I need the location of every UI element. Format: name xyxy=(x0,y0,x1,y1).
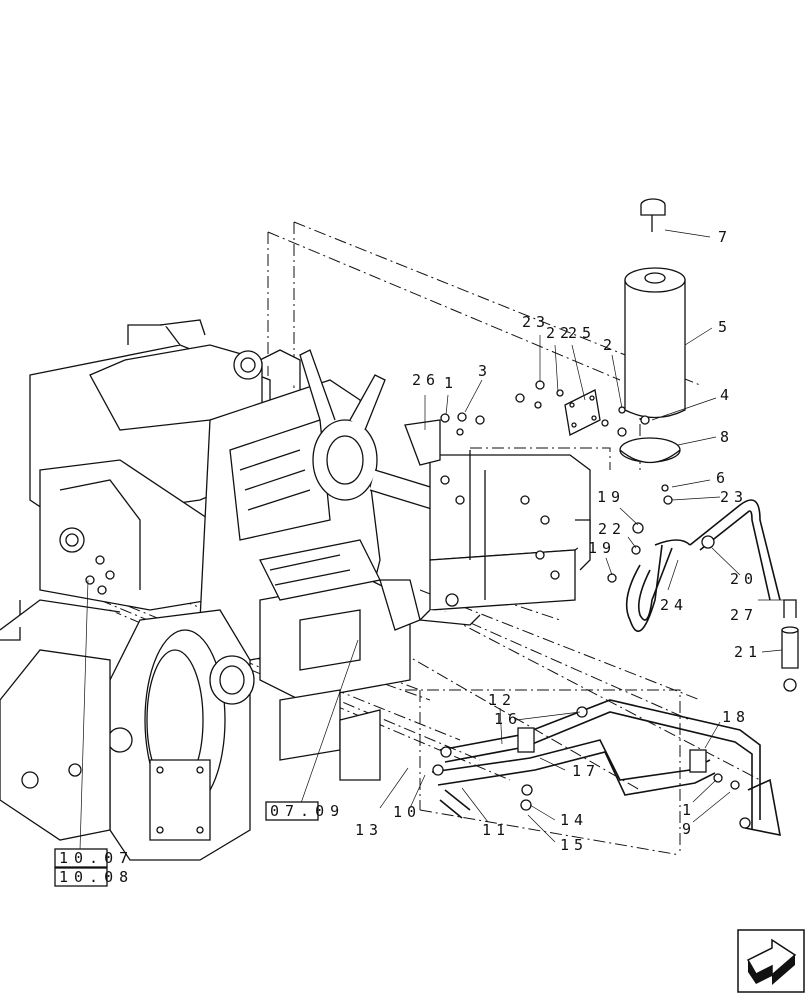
callout-8: 8 xyxy=(720,428,734,446)
callout-12: 12 xyxy=(488,691,516,709)
callout-14: 14 xyxy=(560,811,588,829)
hoses xyxy=(625,499,799,692)
callout-1b: 1 xyxy=(682,801,696,819)
callout-25: 25 xyxy=(568,324,596,342)
callout-23b: 23 xyxy=(720,488,748,506)
callout-26: 26 xyxy=(412,371,440,389)
ref-10-08[interactable]: 10.08 xyxy=(59,868,134,886)
callout-21: 21 xyxy=(734,643,762,661)
reference-boxes: 07.09 10.07 10.08 xyxy=(54,801,345,887)
callout-27: 27 xyxy=(730,606,758,624)
callout-labels: 7 5 23 22 25 2 4 26 1 3 8 6 23 19 22 19 … xyxy=(355,228,762,854)
callout-17: 17 xyxy=(572,762,600,780)
callout-3: 3 xyxy=(478,362,492,380)
callout-22a: 22 xyxy=(546,324,574,342)
frame-rail xyxy=(418,450,591,626)
callout-5: 5 xyxy=(718,318,732,336)
ref-box-10-08[interactable] xyxy=(54,867,108,887)
callout-2: 2 xyxy=(603,336,617,354)
callout-23a: 23 xyxy=(522,313,550,331)
callout-22b: 22 xyxy=(598,520,626,538)
ref-box-07-09[interactable] xyxy=(265,801,319,821)
callout-18: 18 xyxy=(722,708,750,726)
next-page-arrow-icon[interactable] xyxy=(737,929,805,993)
callout-15: 15 xyxy=(560,836,588,854)
callout-11: 11 xyxy=(482,821,510,839)
callout-19b: 19 xyxy=(588,539,616,557)
callout-24: 24 xyxy=(660,596,688,614)
callout-16: 16 xyxy=(494,710,522,728)
callout-7: 7 xyxy=(718,228,732,246)
hydraulic-tubes xyxy=(431,699,781,837)
callout-1a: 1 xyxy=(444,374,458,392)
callout-19a: 19 xyxy=(597,488,625,506)
callout-20: 20 xyxy=(730,570,758,588)
filter-canister xyxy=(404,198,686,583)
callout-4: 4 xyxy=(720,386,734,404)
ref-box-10-07[interactable] xyxy=(54,848,108,868)
ref-10-07[interactable]: 10.07 xyxy=(59,849,134,867)
callout-6: 6 xyxy=(716,469,730,487)
leader-lines xyxy=(79,229,785,851)
engine-assembly xyxy=(0,319,441,861)
ref-07-09[interactable]: 07.09 xyxy=(270,802,345,820)
callout-9: 9 xyxy=(682,820,696,838)
callout-13: 13 xyxy=(355,821,383,839)
callout-10: 10 xyxy=(393,803,421,821)
